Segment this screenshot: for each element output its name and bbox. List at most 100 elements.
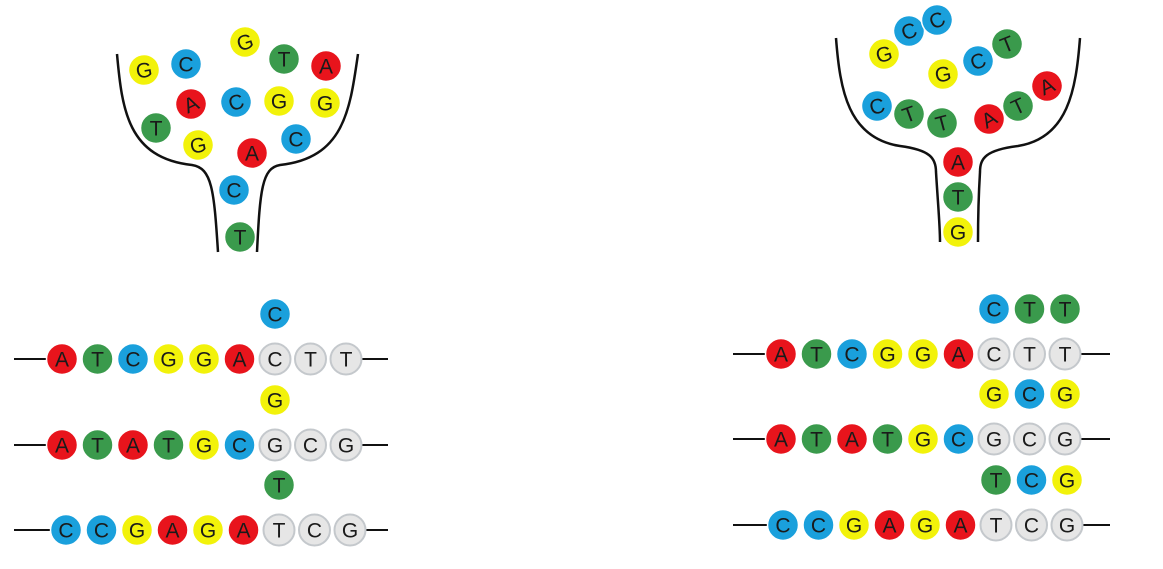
bead-circle	[1048, 377, 1082, 411]
incoming-t-bead: T	[262, 468, 296, 502]
bead-circle	[835, 422, 869, 456]
incoming-t-bead: T	[1013, 292, 1046, 326]
synthesized-a-bead: A	[156, 513, 189, 547]
funnel-a-bead: A	[235, 136, 269, 170]
bead-circle	[333, 513, 367, 547]
bead-letter: G	[267, 435, 283, 458]
synthesized-a-bead: A	[116, 428, 150, 462]
bead-letter: G	[200, 520, 216, 543]
bead-circle	[329, 342, 363, 376]
bead-circle	[920, 3, 954, 37]
synthesized-a-bead: A	[873, 508, 906, 542]
synthesized-t-bead: T	[800, 337, 833, 371]
bead-circle	[174, 87, 208, 121]
bead-circle	[1030, 69, 1064, 103]
bead-circle	[925, 106, 959, 140]
bead-letter: C	[288, 129, 303, 152]
bead-letter: G	[342, 520, 358, 543]
bead-circle	[258, 428, 292, 462]
synthesized-g-bead: G	[120, 513, 154, 547]
bead-circle	[873, 508, 906, 542]
synthesized-a-bead: A	[835, 422, 869, 456]
synthesized-t-bead: T	[800, 422, 833, 456]
bead-letter: C	[1024, 470, 1039, 493]
bead-circle	[81, 428, 114, 462]
bead-circle	[267, 42, 301, 76]
bead-letter: C	[303, 435, 318, 458]
bead-letter: G	[933, 62, 953, 87]
bead-letter: C	[951, 429, 966, 452]
bead-letter: T	[91, 349, 104, 372]
bead-letter: C	[232, 435, 247, 458]
bead-letter: C	[178, 54, 193, 77]
bead-letter: T	[1059, 344, 1072, 367]
bead-letter: G	[1057, 429, 1073, 452]
bead-letter: A	[126, 435, 140, 458]
bead-circle	[764, 422, 798, 456]
synthesized-a-bead: A	[223, 342, 256, 376]
synthesized-g-bead: G	[187, 428, 221, 462]
bead-circle	[977, 377, 1011, 411]
incoming-g-bead: G	[977, 377, 1011, 411]
bead-letter: C	[267, 304, 282, 327]
funnel-t-bead: T	[892, 97, 926, 131]
bead-letter: G	[846, 515, 862, 538]
funnel-c-bead: C	[219, 85, 253, 119]
bead-circle	[990, 27, 1024, 61]
funnel-c-bead: C	[860, 89, 894, 123]
template-g-bead: G	[1050, 508, 1084, 542]
funnel-c-bead: C	[920, 3, 954, 37]
funnel-g-bead: G	[127, 53, 161, 87]
template-g-bead: G	[977, 422, 1011, 456]
bead-letter: T	[1023, 299, 1036, 322]
incoming-g-bead: G	[1050, 463, 1084, 497]
synthesized-t-bead: T	[871, 422, 904, 456]
bead-circle	[219, 85, 253, 119]
incoming-c-bead: C	[258, 297, 292, 331]
bead-circle	[800, 422, 833, 456]
template-g-bead: G	[333, 513, 367, 547]
bead-letter: A	[319, 56, 333, 79]
bead-letter: T	[1023, 344, 1036, 367]
bead-letter: T	[340, 349, 353, 372]
bead-circle	[294, 342, 327, 376]
bead-letter: T	[234, 227, 247, 250]
bead-letter: C	[775, 515, 790, 538]
template-g-bead: G	[329, 428, 363, 462]
bead-letter: T	[304, 349, 317, 372]
template-t-bead: T	[329, 342, 363, 376]
synthesized-g-bead: G	[191, 513, 225, 547]
bead-letter: T	[91, 435, 104, 458]
bead-letter: T	[273, 520, 286, 543]
funnel-a-bead: A	[941, 145, 975, 179]
bead-circle	[1050, 463, 1084, 497]
bead-letter: T	[952, 187, 965, 210]
bead-circle	[81, 342, 114, 376]
bead-letter: T	[990, 515, 1003, 538]
bead-letter: A	[232, 349, 246, 372]
bead-letter: G	[188, 133, 209, 159]
bead-letter: G	[196, 435, 212, 458]
bead-letter: C	[867, 94, 888, 120]
bead-letter: G	[986, 429, 1002, 452]
bead-circle	[837, 508, 871, 542]
bead-circle	[45, 428, 79, 462]
synthesized-a-bead: A	[45, 342, 79, 376]
bead-letter: C	[307, 520, 322, 543]
bead-circle	[329, 428, 363, 462]
bead-circle	[156, 513, 189, 547]
template-g-bead: G	[1048, 422, 1082, 456]
funnel-t-bead: T	[990, 27, 1024, 61]
bead-letter: G	[1057, 384, 1073, 407]
bead-circle	[892, 97, 926, 131]
bead-letter: T	[1059, 299, 1072, 322]
bead-letter: T	[150, 118, 163, 141]
bead-circle	[1013, 422, 1046, 456]
bead-circle	[979, 463, 1013, 497]
bead-circle	[223, 428, 256, 462]
bead-circle	[1015, 508, 1048, 542]
bead-circle	[262, 468, 296, 502]
